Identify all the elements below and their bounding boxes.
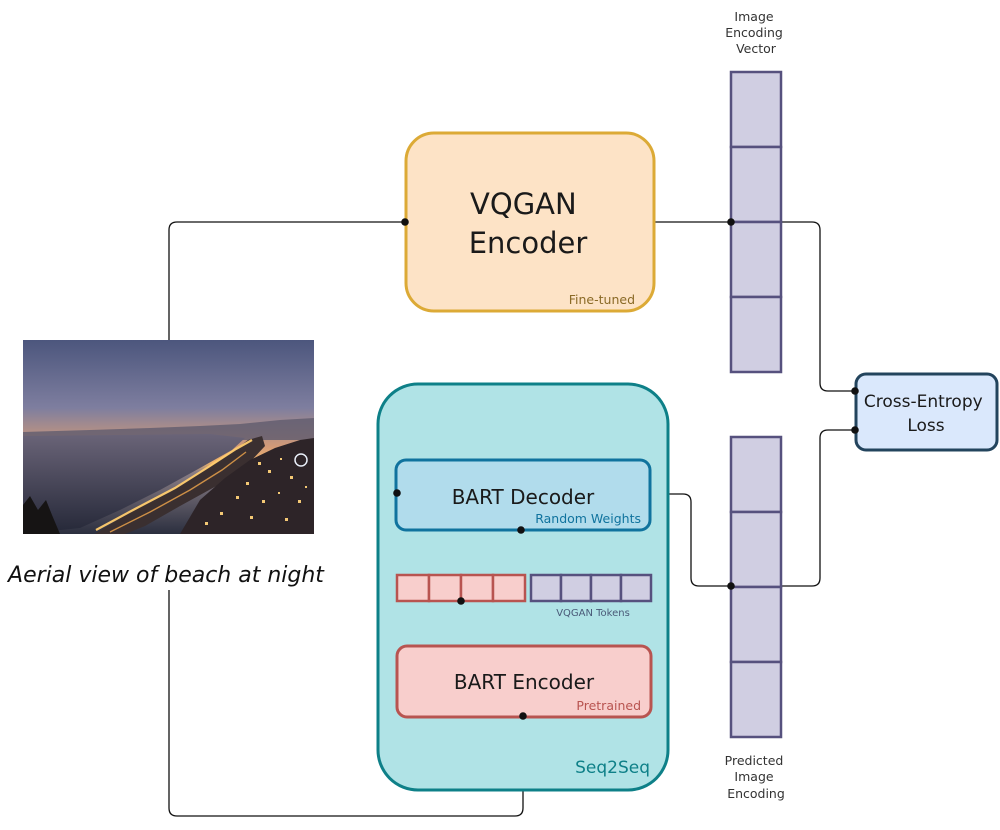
bart-encoder-tag: Pretrained [576, 698, 641, 713]
vqgan-encoder-tag: Fine-tuned [569, 292, 635, 307]
image-encoding-vector-label: Image Encoding Vector [725, 9, 787, 56]
junction-dot [457, 597, 465, 605]
vqgan-encoder-title: VQGAN Encoder [469, 187, 588, 260]
connector-predicted-to-loss [731, 429, 856, 587]
token-cell [559, 573, 593, 603]
bart-encoder-title: BART Encoder [454, 670, 595, 694]
token-cell [589, 573, 623, 603]
predicted-image-encoding-label: Predicted Image Encoding [725, 753, 788, 801]
junction-dot [401, 218, 409, 226]
seq2seq-label: Seq2Seq [575, 758, 650, 778]
token-cell [459, 573, 495, 603]
input-image-aerial-beach-night [23, 340, 314, 534]
bart-encoder-block: BART Encoder Pretrained [395, 644, 653, 719]
connector-vector-to-loss [731, 221, 856, 392]
connector-image-to-vqgan [168, 221, 405, 340]
bart-decoder-block: BART Decoder Random Weights [394, 458, 652, 532]
connector-caption-to-bart-encoder [168, 590, 524, 817]
vector-cell [729, 220, 783, 299]
vqgan-tokens-label: VQGAN Tokens [556, 608, 630, 619]
token-cell [619, 573, 653, 603]
junction-dot [519, 712, 527, 720]
cross-entropy-loss-title: Cross-Entropy Loss [864, 392, 988, 436]
junction-dot [851, 426, 859, 434]
vector-cell [729, 145, 783, 224]
image-caption: Aerial view of beach at night [6, 563, 325, 588]
token-cell [529, 573, 563, 603]
vector-cell [729, 70, 783, 149]
connector-decoder-to-predicted [650, 493, 731, 587]
vqgan-token-row: VQGAN Tokens [529, 573, 653, 619]
vqgan-encoder-block: VQGAN Encoder Fine-tuned [404, 131, 656, 313]
predicted-image-encoding: Predicted Image Encoding [725, 435, 788, 801]
bart-decoder-title: BART Decoder [452, 485, 595, 509]
junction-dot [727, 218, 735, 226]
junction-dot [727, 582, 735, 590]
junction-dot [517, 526, 525, 534]
token-cell [427, 573, 463, 603]
connectors [168, 221, 856, 817]
vector-cell [729, 585, 783, 664]
red-token-row [395, 573, 527, 603]
cross-entropy-loss-block: Cross-Entropy Loss [854, 372, 999, 452]
vector-cell [729, 295, 783, 374]
image-encoding-vector: Image Encoding Vector [725, 9, 787, 374]
vector-cell [729, 510, 783, 589]
bart-decoder-tag: Random Weights [535, 511, 641, 526]
token-cell [395, 573, 431, 603]
token-cell [491, 573, 527, 603]
vector-cell [729, 435, 783, 514]
junction-dots [393, 218, 859, 720]
junction-dot [393, 489, 401, 497]
junction-dot [851, 387, 859, 395]
vector-cell [729, 660, 783, 739]
